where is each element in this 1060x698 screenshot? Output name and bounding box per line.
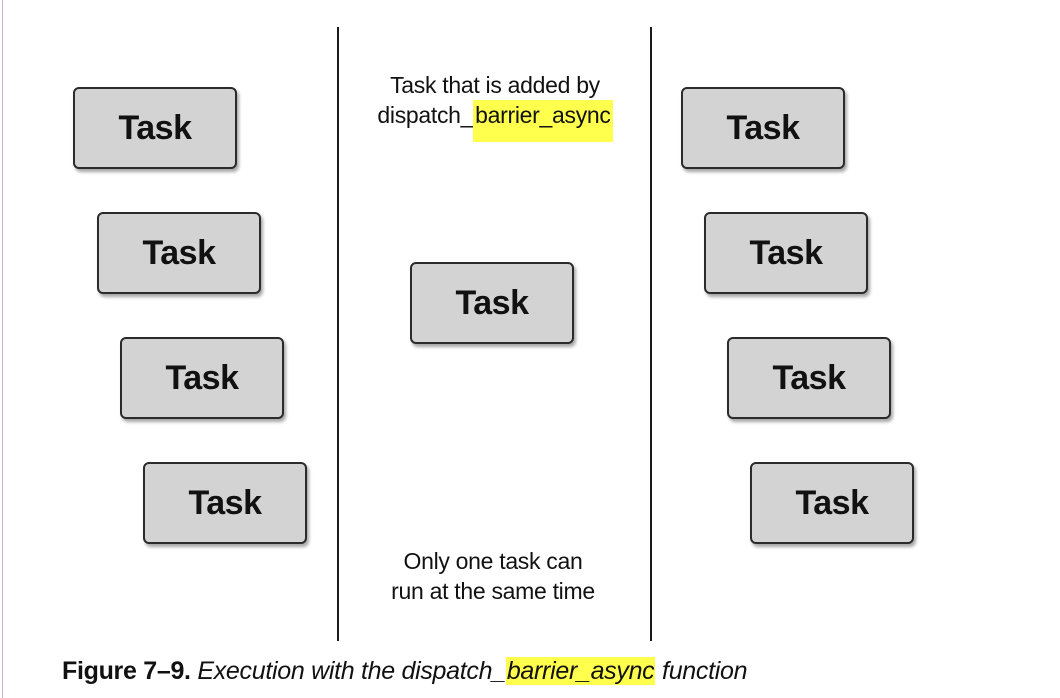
caption-suffix: function [662, 657, 748, 685]
annotation-line-1: Task that is added by [390, 72, 600, 98]
task-label: Task [749, 233, 823, 272]
left-task-4: Task [143, 462, 307, 544]
right-task-2: Task [704, 212, 868, 294]
task-label: Task [118, 108, 192, 147]
left-divider-line [337, 27, 339, 641]
barrier-task: Task [410, 262, 574, 344]
left-task-3: Task [120, 337, 284, 419]
figure-label: Figure 7–9. [62, 657, 191, 685]
left-task-2: Task [97, 212, 261, 294]
task-label: Task [188, 483, 262, 522]
annotation-highlight: barrier_async [473, 100, 613, 142]
right-divider-line [650, 27, 652, 641]
right-task-1: Task [681, 87, 845, 169]
task-label: Task [142, 233, 216, 272]
page-edge-line [2, 0, 3, 698]
task-label: Task [726, 108, 800, 147]
right-task-4: Task [750, 462, 914, 544]
caption-prefix: Execution with the dispatch_ [197, 657, 506, 685]
barrier-task-annotation: Task that is added by dispatch_barrier_a… [345, 70, 645, 142]
task-label: Task [772, 358, 846, 397]
caption-highlight: barrier_async [505, 657, 656, 685]
task-label: Task [455, 283, 529, 322]
caption-text: Execution with the dispatch_barrier_asyn… [197, 657, 748, 685]
annotation-line-1: Only one task can [403, 548, 583, 574]
right-task-3: Task [727, 337, 891, 419]
annotation-line-2: run at the same time [391, 578, 595, 604]
figure-caption: Figure 7–9. Execution with the dispatch_… [62, 657, 748, 686]
task-label: Task [795, 483, 869, 522]
annotation-prefix: dispatch_ [377, 102, 474, 128]
annotation-line-2: dispatch_barrier_async [345, 100, 645, 142]
task-label: Task [165, 358, 239, 397]
single-task-annotation: Only one task can run at the same time [343, 546, 643, 606]
left-task-1: Task [73, 87, 237, 169]
